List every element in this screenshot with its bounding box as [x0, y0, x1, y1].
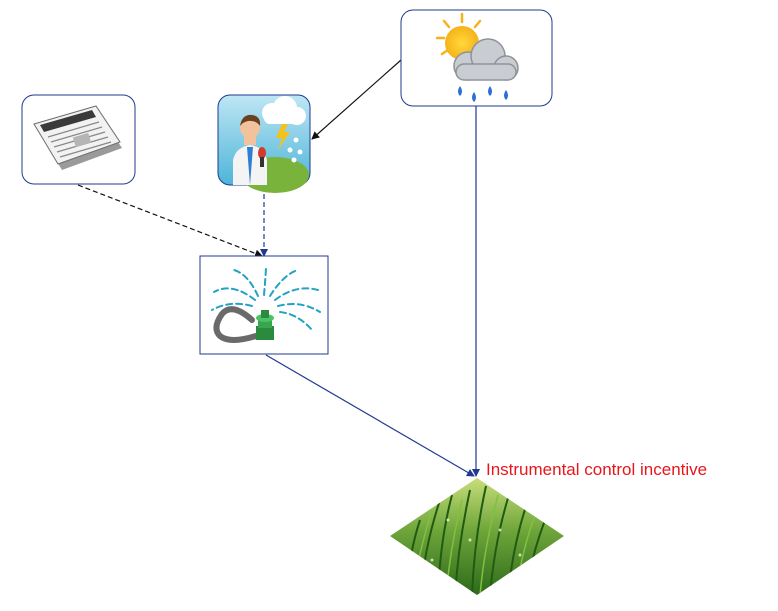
sprinkler-icon: [211, 265, 321, 343]
sprinkler-node: [199, 255, 329, 355]
weather-icon: [435, 12, 519, 102]
grass-icon: [390, 478, 564, 595]
forecaster-node: [217, 94, 311, 193]
edge-newspaper-to-sprinkler: [77, 184, 263, 258]
weather-node: [400, 9, 553, 107]
edge-sprinkler-to-grass: [265, 354, 475, 477]
grass-node: [390, 478, 564, 595]
instrumental-control-incentive-label: Instrumental control incentive: [486, 460, 708, 479]
weather-forecaster-icon: [233, 96, 309, 193]
newspaper-icon: [33, 105, 122, 170]
edge-weather-to-forecaster: [311, 59, 402, 140]
newspaper-node: [21, 94, 136, 185]
